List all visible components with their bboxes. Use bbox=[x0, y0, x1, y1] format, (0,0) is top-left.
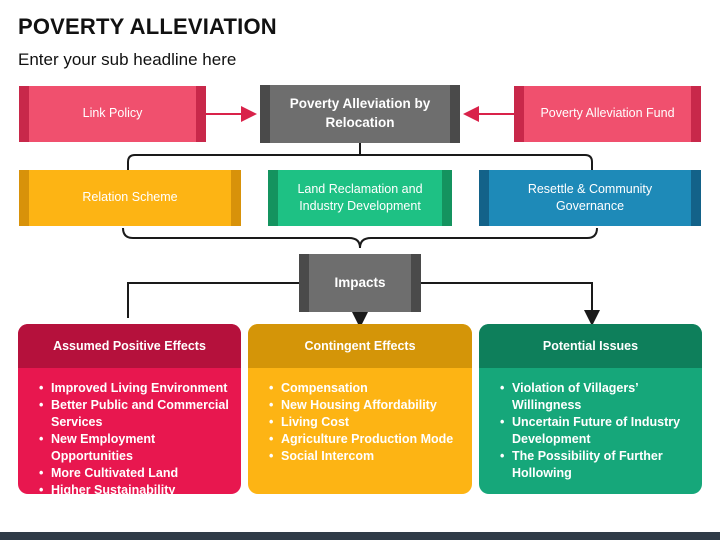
curly-brace bbox=[122, 227, 598, 249]
card-issues-heading: Potential Issues bbox=[479, 324, 702, 368]
potential-issues-list: Violation of Villagers’ Willingness Unce… bbox=[479, 380, 694, 482]
list-item: New Housing Affordability bbox=[269, 397, 464, 414]
list-item: Better Public and Commercial Services bbox=[39, 397, 233, 431]
list-item: New Employment Opportunities bbox=[39, 431, 233, 465]
resettle-governance-box: Resettle & Community Governance bbox=[479, 170, 701, 226]
list-item: Uncertain Future of Industry Development bbox=[500, 414, 694, 448]
relocation-label: Poverty Alleviation by Relocation bbox=[289, 96, 431, 130]
land-reclamation-label: Land Reclamation and Industry Developmen… bbox=[297, 181, 423, 214]
list-item: Higher Sustainability bbox=[39, 482, 233, 494]
relation-scheme-label: Relation Scheme bbox=[82, 190, 178, 205]
list-item: Agriculture Production Mode bbox=[269, 431, 464, 448]
card-contingent-heading: Contingent Effects bbox=[248, 324, 472, 368]
relation-scheme-box: Relation Scheme bbox=[19, 170, 241, 226]
link-policy-box: Link Policy bbox=[19, 86, 206, 142]
list-item: Social Intercom bbox=[269, 448, 464, 465]
list-item: Violation of Villagers’ Willingness bbox=[500, 380, 694, 414]
card-positive-heading: Assumed Positive Effects bbox=[18, 324, 241, 368]
land-reclamation-box: Land Reclamation and Industry Developmen… bbox=[268, 170, 452, 226]
impacts-label: Impacts bbox=[334, 274, 386, 290]
page-subtitle: Enter your sub headline here bbox=[18, 50, 237, 69]
bracket-top bbox=[127, 154, 593, 170]
list-item: Improved Living Environment bbox=[39, 380, 233, 397]
card-positive-effects: Assumed Positive Effects Improved Living… bbox=[18, 324, 241, 494]
alleviation-fund-box: Poverty Alleviation Fund bbox=[514, 86, 701, 142]
alleviation-fund-label: Poverty Alleviation Fund bbox=[540, 106, 675, 121]
relocation-box: Poverty Alleviation by Relocation bbox=[260, 85, 460, 143]
card-potential-issues: Potential Issues Violation of Villagers’… bbox=[479, 324, 702, 494]
list-item: More Cultivated Land bbox=[39, 465, 233, 482]
list-item: The Possibility of Further Hollowing bbox=[500, 448, 694, 482]
footer-bar bbox=[0, 532, 720, 540]
list-item: Compensation bbox=[269, 380, 464, 397]
impacts-box: Impacts bbox=[299, 254, 421, 312]
card-contingent-effects: Contingent Effects Compensation New Hous… bbox=[248, 324, 472, 494]
positive-effects-list: Improved Living Environment Better Publi… bbox=[18, 380, 233, 494]
resettle-governance-label: Resettle & Community Governance bbox=[527, 181, 653, 214]
contingent-effects-list: Compensation New Housing Affordability L… bbox=[248, 380, 464, 465]
impacts-branches bbox=[127, 282, 592, 318]
list-item: Living Cost bbox=[269, 414, 464, 431]
link-policy-label: Link Policy bbox=[82, 106, 143, 121]
page-title: POVERTY ALLEVIATION bbox=[18, 14, 277, 39]
